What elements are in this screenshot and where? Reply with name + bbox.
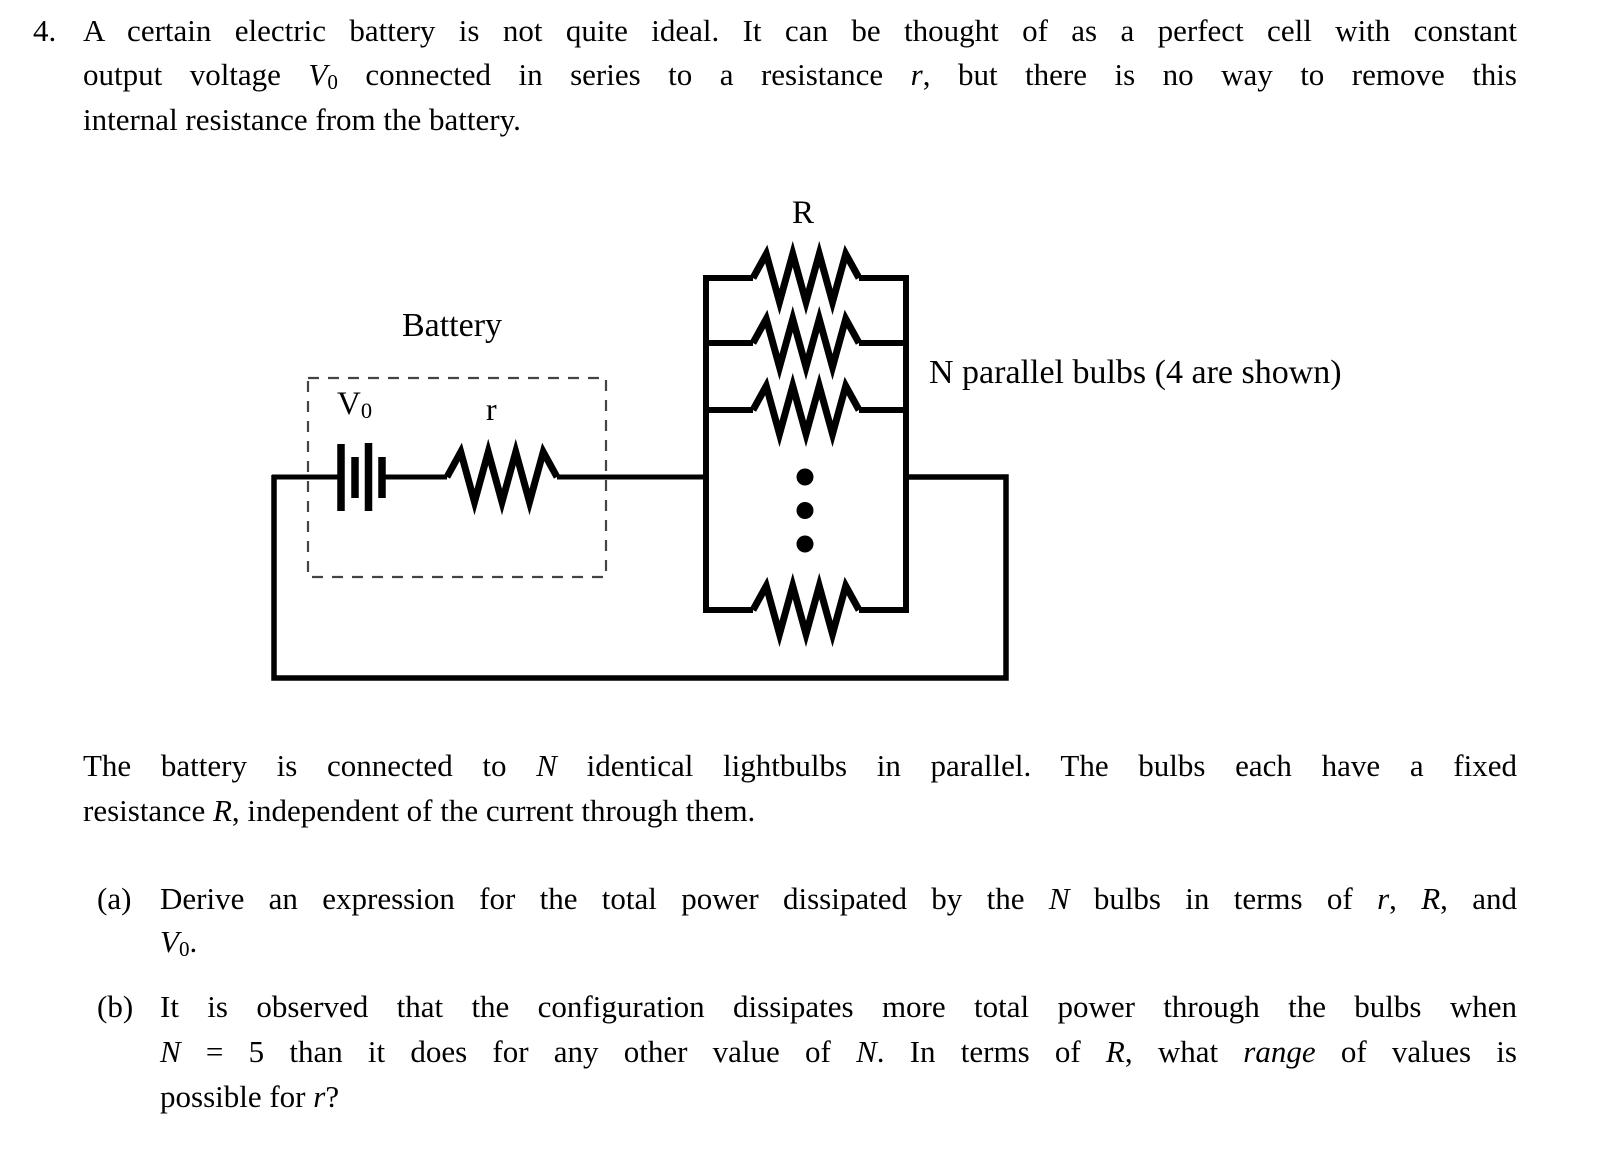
bulb-resistance-label: R	[791, 195, 815, 231]
part-b-line-2: N = 5 than it does for any other value o…	[160, 1034, 1517, 1069]
part-b-label: (b)	[97, 989, 134, 1024]
middle-paragraph-line-1: The battery is connected to N identical …	[83, 748, 1517, 783]
bulb-row-1-zigzag	[749, 240, 863, 316]
problem-number: 4.	[33, 13, 57, 48]
part-a-line-1: Derive an expression for the total power…	[160, 881, 1517, 916]
ellipsis-dot-3	[796, 535, 814, 553]
ellipsis-dot-2	[796, 502, 814, 519]
ellipsis-dot-1	[796, 468, 814, 486]
part-b-line-1: It is observed that the configuration di…	[160, 989, 1517, 1024]
parallel-bulbs-note: N parallel bulbs (4 are shown)	[929, 354, 1342, 391]
battery-symbol	[337, 443, 386, 511]
part-b-line-3: possible for r?	[160, 1079, 340, 1114]
bulb-row-3-zigzag	[749, 372, 863, 448]
problem-text-line-3: internal resistance from the battery.	[83, 102, 521, 137]
problem-text-line-1: A certain electric battery is not quite …	[83, 13, 1517, 48]
internal-resistance-label: r	[486, 391, 497, 427]
internal-resistor-zigzag	[443, 438, 561, 516]
part-a-label: (a)	[97, 881, 132, 916]
problem-text-line-2: output voltage V0 connected in series to…	[83, 57, 1517, 94]
battery-dashed-box	[306, 376, 608, 579]
bulb-row-2-zigzag	[749, 305, 863, 381]
part-a-line-2: V0.	[160, 924, 198, 961]
battery-label: Battery	[401, 307, 503, 344]
outer-loop-wire	[271, 474, 1009, 681]
ellipsis-dots	[796, 468, 814, 553]
bulb-row-4-zigzag	[749, 572, 863, 648]
v0-label: V0	[337, 386, 373, 424]
middle-paragraph-line-2: resistance R, independent of the current…	[83, 793, 756, 828]
bulb-ladder	[703, 240, 909, 648]
